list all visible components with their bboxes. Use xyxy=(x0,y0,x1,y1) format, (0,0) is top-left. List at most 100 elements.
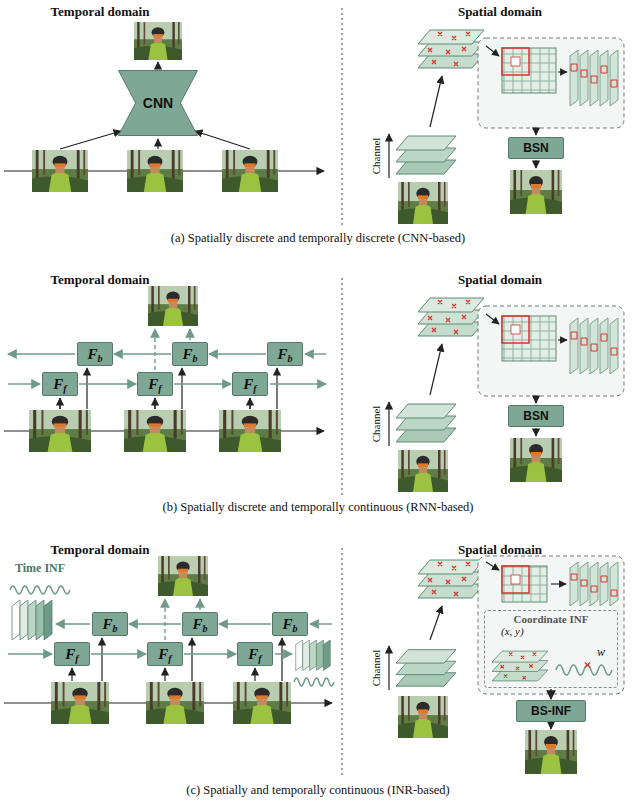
cell-symbol: F xyxy=(102,616,112,633)
state-stub xyxy=(8,383,40,384)
receptive-field xyxy=(502,566,529,593)
output-frame xyxy=(158,556,208,596)
node-label: BSN xyxy=(523,409,548,423)
cell-symbol: F xyxy=(243,376,253,393)
state-stub xyxy=(56,623,90,624)
state-stub xyxy=(8,353,75,354)
input-arrow xyxy=(181,368,182,409)
input-frame xyxy=(51,682,109,724)
node-label: Coordinate INF xyxy=(491,613,611,625)
spatial-pipeline xyxy=(389,298,624,492)
cell-subscript: b xyxy=(113,623,118,634)
cell-symbol: F xyxy=(277,346,287,363)
state-stub xyxy=(8,653,52,654)
dashed-panel xyxy=(478,556,624,694)
panel-heading: Spatial domain xyxy=(458,542,542,558)
panel-divider xyxy=(342,278,343,496)
axis-label: Channel xyxy=(370,406,382,443)
input-arrow xyxy=(195,131,250,149)
input-arrow xyxy=(281,638,282,681)
connector-arrow xyxy=(174,383,231,384)
network-box: BSN xyxy=(508,137,564,159)
network-box: BS-INF xyxy=(516,700,586,722)
coordinate-label: (x, y) xyxy=(491,625,611,637)
time-wave xyxy=(10,586,70,594)
recurrent-cell: Fb xyxy=(272,612,308,636)
output-arrow xyxy=(199,599,200,610)
node-label: CNN xyxy=(143,95,173,111)
cell-symbol: F xyxy=(148,376,158,393)
sub-caption: (a) Spatially discrete and temporally di… xyxy=(171,231,465,246)
node-label: BSN xyxy=(523,141,548,155)
channel-arrow xyxy=(388,646,389,690)
recurrent-cell: Ff xyxy=(237,642,273,666)
panel-heading: Spatial domain xyxy=(458,272,542,288)
recurrent-cell: Ff xyxy=(147,642,183,666)
output-arrow xyxy=(164,599,165,640)
panel-divider xyxy=(342,548,343,776)
cell-subscript: b xyxy=(193,353,198,364)
recurrent-cell: Ff xyxy=(42,372,78,396)
input-arrow xyxy=(276,368,277,409)
output-arrow xyxy=(154,329,155,370)
output-frame xyxy=(148,286,198,326)
cell-subscript: b xyxy=(203,623,208,634)
recurrent-cell: Fb xyxy=(92,612,128,636)
recurrent-cell: Fb xyxy=(77,342,113,366)
cnn-block: CNN xyxy=(118,70,198,136)
input-arrow xyxy=(60,131,121,149)
output-frame xyxy=(525,730,577,774)
cell-subscript: f xyxy=(158,383,161,394)
axis-label: Channel xyxy=(370,138,382,175)
input-arrow xyxy=(101,638,102,681)
node-label: BS-INF xyxy=(531,704,571,718)
cell-subscript: f xyxy=(168,653,171,664)
state-stub xyxy=(310,623,332,624)
state-stub xyxy=(270,383,326,384)
cell-symbol: F xyxy=(65,646,75,663)
feature-slices xyxy=(570,562,618,606)
spatial-pipeline xyxy=(389,30,624,224)
output-arrow xyxy=(189,329,190,340)
input-arrow xyxy=(254,668,255,681)
panel-divider xyxy=(342,8,343,226)
cell-subscript: f xyxy=(253,383,256,394)
cell-symbol: F xyxy=(248,646,258,663)
flow-arrow xyxy=(551,583,566,584)
input-frame xyxy=(398,696,448,738)
input-arrow xyxy=(71,668,72,681)
input-arrow xyxy=(154,398,155,409)
state-stub xyxy=(305,353,326,354)
sample-mark xyxy=(585,663,590,668)
input-frame xyxy=(146,682,204,724)
cell-symbol: F xyxy=(158,646,168,663)
flow-arrow xyxy=(486,562,499,570)
panel-heading: Spatial domain xyxy=(458,4,542,20)
feature-planes xyxy=(418,560,484,598)
cell-symbol: F xyxy=(192,616,202,633)
sub-caption: (b) Spatially discrete and temporally co… xyxy=(162,500,473,515)
recurrent-cell: Ff xyxy=(54,642,90,666)
connector-arrow xyxy=(550,689,551,699)
coordinate-wave xyxy=(556,665,612,675)
input-frame xyxy=(233,682,291,724)
output-arrow xyxy=(157,62,158,69)
axis-label: Channel xyxy=(370,650,382,687)
input-frame xyxy=(222,150,278,192)
recurrent-cell: Ff xyxy=(232,372,268,396)
input-arrow xyxy=(86,368,87,409)
input-arrow xyxy=(59,398,60,409)
sub-caption: (c) Spatially and temporally continuous … xyxy=(186,783,449,798)
recurrent-cell: Fb xyxy=(172,342,208,366)
recurrent-cell: Ff xyxy=(137,372,173,396)
recurrent-cell: Fb xyxy=(267,342,303,366)
connector-arrow xyxy=(184,653,236,654)
variable-label: w xyxy=(597,645,605,660)
input-arrows xyxy=(60,398,250,409)
connector-arrow xyxy=(79,383,136,384)
input-arrow xyxy=(164,668,165,681)
panel-heading: Temporal domain xyxy=(51,542,150,558)
